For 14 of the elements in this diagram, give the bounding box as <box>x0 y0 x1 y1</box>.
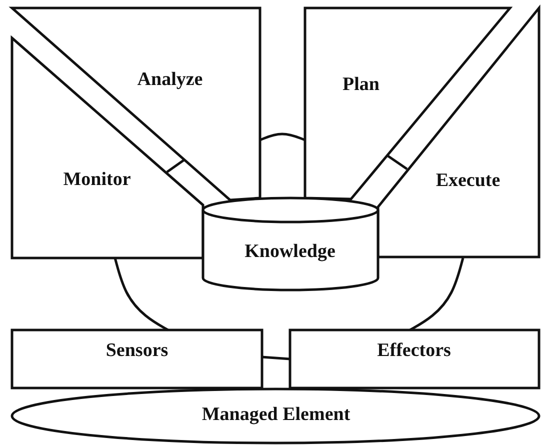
node-label: Monitor <box>63 169 131 191</box>
connector-line <box>166 158 185 174</box>
node-label: Knowledge <box>244 241 336 263</box>
connector-line <box>387 154 408 170</box>
node-label: Plan <box>342 74 380 96</box>
connector-line <box>260 132 306 142</box>
node-label: Sensors <box>106 340 168 362</box>
connector-line <box>409 258 464 332</box>
node-label: Managed Element <box>202 404 350 426</box>
connector-line <box>262 356 290 360</box>
node-label: Effectors <box>377 340 451 362</box>
connector-line <box>114 258 169 332</box>
node-label: Execute <box>436 170 500 192</box>
node-label: Analyze <box>137 69 203 91</box>
